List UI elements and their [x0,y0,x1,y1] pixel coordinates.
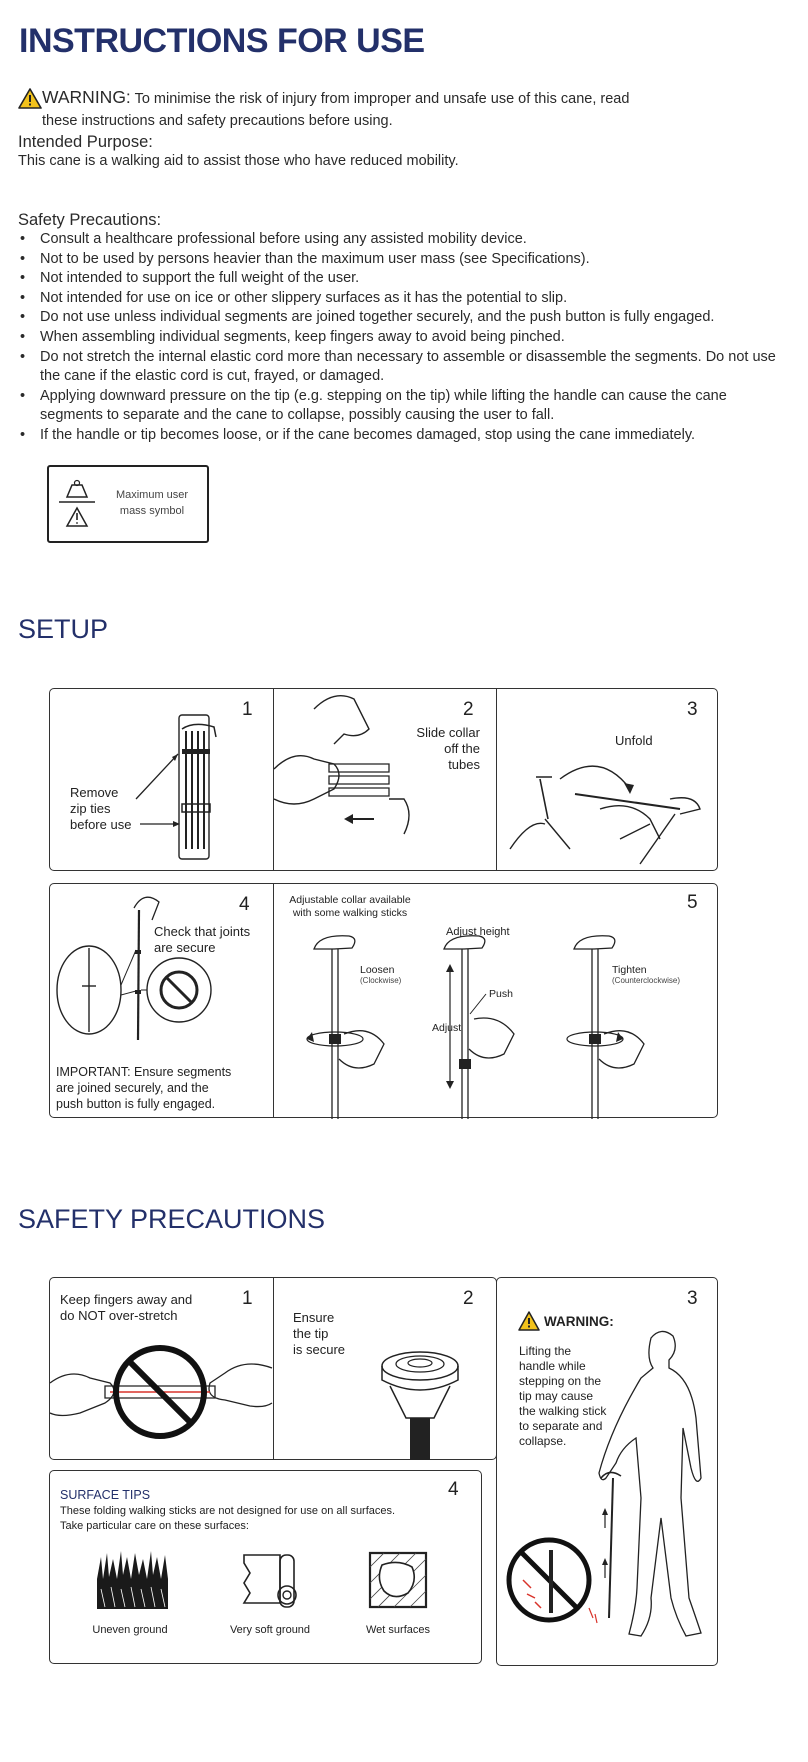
p3-warning-text: Lifting the handle while stepping on the… [519,1344,607,1448]
weight-icon [59,479,95,527]
loosen-label: Loosen [360,964,395,976]
safety-heading: Safety Precautions: [18,211,162,229]
unfold-cane-illustration [500,739,710,869]
fingers-prohibited-illustration [50,1328,272,1458]
safety-precautions: Safety Precautions: Consult a healthcare… [18,211,793,446]
joint-check-illustration [54,890,234,1055]
mass-symbol-box: Maximum user mass symbol [47,465,209,543]
safety-item: If the handle or tip becomes loose, or i… [18,426,793,446]
safety-prec-heading: SAFETY PRECAUTIONS [18,1204,326,1234]
counterclockwise-label: (Counterclockwise) [612,976,681,985]
safety-list: Consult a healthcare professional before… [18,230,793,446]
push-label: Push [489,988,513,1000]
cane-tip-illustration [370,1348,470,1460]
wet-surfaces-icon [368,1551,428,1609]
safety-item: Consult a healthcare professional before… [18,230,793,250]
step-number: 2 [463,699,474,720]
folded-cane-illustration [130,709,230,869]
step-number: 1 [242,699,253,720]
p3-warning-label: WARNING: [544,1314,614,1329]
step-number: 3 [687,699,698,720]
adjust-height-illustration [274,924,714,1119]
adjust-height-label: Adjust height [446,926,510,938]
mass-label-line2: mass symbol [119,505,185,517]
uneven-ground-icon [97,1551,168,1609]
safety-item: Do not use unless individual segments ar… [18,308,793,328]
warning-line1: To minimise the risk of injury from impr… [130,91,630,107]
stepping-on-tip-illustration [501,1318,717,1663]
step-number: 5 [687,892,698,913]
step-number: 1 [242,1288,253,1309]
safety-item: Applying downward pressure on the tip (e… [18,387,793,426]
step-number: 4 [239,894,250,915]
step3-label: Unfold [615,733,653,748]
surface-label-wet: Wet surfaces [366,1624,430,1636]
slide-collar-illustration [274,689,404,871]
step-number: 2 [463,1288,474,1309]
mass-label-line1: Maximum user [115,489,189,501]
safety-item: Not to be used by persons heavier than t… [18,250,793,270]
safety-item: Not intended for use on ice or other sli… [18,289,793,309]
surface-label-uneven: Uneven ground [92,1624,168,1636]
step-number: 3 [687,1288,698,1309]
intended-purpose: Intended Purpose: This cane is a walking… [18,133,718,172]
warning-label: WARNING: [42,87,131,107]
step-number: 4 [448,1479,459,1500]
safety-item: Do not stretch the internal elastic cord… [18,348,793,387]
safety-panel-3: 3 WARNING: Lifting the handle while step… [496,1277,718,1666]
page-title: INSTRUCTIONS FOR USE [19,22,425,60]
intended-text: This cane is a walking aid to assist tho… [18,153,459,169]
surface-label-soft: Very soft ground [229,1624,311,1636]
warning-icon [518,1311,540,1331]
intended-heading: Intended Purpose: [18,133,153,151]
soft-ground-icon [240,1549,302,1611]
warning-line2: these instructions and safety precaution… [42,113,393,129]
surface-tips-title: SURFACE TIPS [60,1488,151,1502]
safety-item: Not intended to support the full weight … [18,269,793,289]
warning-block: WARNING: To minimise the risk of injury … [18,86,708,132]
tighten-label: Tighten [612,964,647,976]
safety-item: When assembling individual segments, kee… [18,328,793,348]
setup-heading: SETUP [18,614,109,644]
warning-icon [18,88,42,109]
clockwise-label: (Clockwise) [360,976,402,985]
adjust-label: Adjust [432,1022,462,1034]
surface-tips-text: These folding walking sticks are not des… [60,1505,396,1532]
safety-panel-4: 4 SURFACE TIPS These folding walking sti… [49,1470,482,1664]
